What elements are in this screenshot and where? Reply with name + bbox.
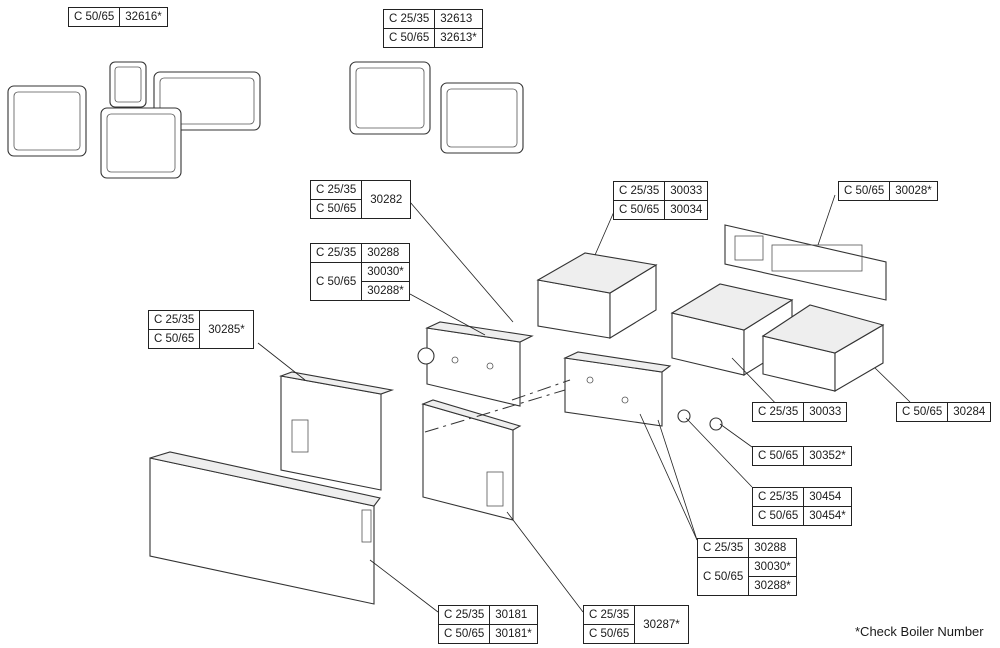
gasket-frames-center: [349, 61, 524, 154]
door-panel-upper: [278, 371, 395, 491]
box-right: [761, 304, 885, 392]
footnote: *Check Boiler Number: [855, 624, 984, 639]
control-knobs: [677, 409, 723, 431]
rear-rail: [724, 224, 887, 301]
box-top: [536, 252, 658, 339]
boiler-plate-right: [563, 351, 672, 427]
boiler-plate-left: [417, 321, 534, 407]
leader-lines: [257, 194, 911, 613]
front-panel-lower: [149, 451, 381, 605]
gasket-frames-left: [7, 61, 261, 179]
